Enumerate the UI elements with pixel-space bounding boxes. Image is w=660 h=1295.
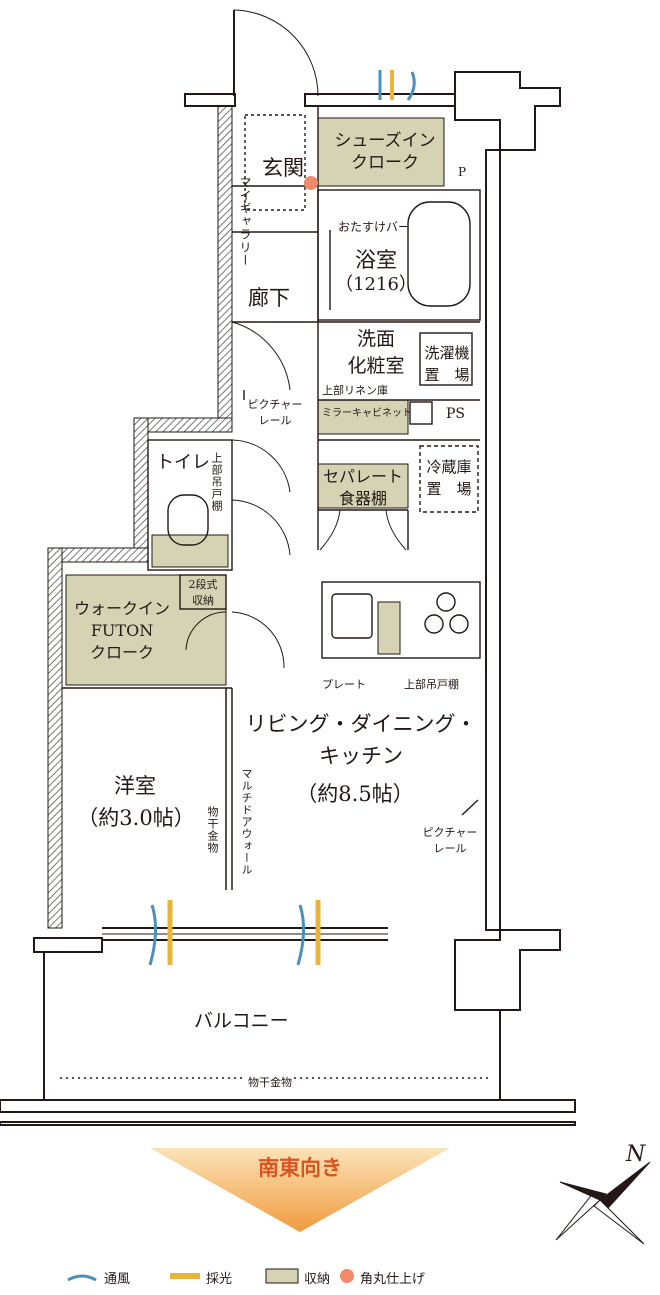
interior-partitions <box>60 9 490 1079</box>
multi-door-label: マルチドアウォール <box>240 768 253 876</box>
washer-label: 洗濯機 置 場 <box>424 344 470 384</box>
ldk-name-label: リビング・ダイニング・ キッチン <box>245 712 477 768</box>
toilet-upper-shelf-label: 上部吊戸棚 <box>210 452 223 512</box>
hatched-walls <box>47 99 233 929</box>
balcony-label: バルコニー <box>194 1010 289 1032</box>
entrance-label: 玄関 <box>262 156 304 180</box>
two-tier-label: 2段式 収納 <box>188 578 218 607</box>
north-label: N <box>626 1142 646 1167</box>
plate-label: プレート <box>322 678 366 691</box>
futon-closet-label: ウォークイン FUTON クローク <box>73 599 170 662</box>
washroom-label: 洗面 化粧室 <box>347 328 405 377</box>
legend-ventilation: 通風 <box>104 1272 131 1287</box>
separate-cupboard-label: セパレート 食器棚 <box>322 467 403 508</box>
drying-hardware-2-label: 物干金物 <box>246 1074 294 1090</box>
bath-name-label: 浴室 <box>355 248 397 272</box>
drying-hardware-1-label: 物干金物 <box>206 806 219 854</box>
picture-rail-1-label: ピクチャー レール <box>247 398 303 427</box>
structure-walls <box>0 71 576 1126</box>
mirror-cabinet-fill <box>317 399 409 435</box>
legend-icons <box>67 1268 354 1284</box>
compass-icon <box>555 1161 651 1245</box>
western-size-label: （約3.0帖） <box>77 806 195 830</box>
picture-rail-2-label: ピクチャー レール <box>422 826 478 855</box>
hallway-label: 廊下 <box>248 286 290 310</box>
mirror-cabinet-label: ミラーキャビネット <box>322 408 412 419</box>
bath-size-label: （1216） <box>335 274 417 295</box>
shoe-closet-label: シューズイン クローク <box>334 131 436 173</box>
wind-light-markers <box>148 70 416 966</box>
fridge-label: 冷蔵庫 置 場 <box>426 458 472 498</box>
toilet-shelf-fill <box>151 534 229 568</box>
futon-closet-fill <box>65 574 227 686</box>
my-gallery-label: マイギャラリー <box>238 176 252 267</box>
western-room-label: 洋室 <box>114 774 156 798</box>
p-mark: P <box>458 165 467 179</box>
kitchen-upper-shelf-label: 上部吊戸棚 <box>404 678 459 691</box>
ps-label: PS <box>446 406 466 422</box>
ldk-size-label: （約8.5帖） <box>296 782 414 806</box>
legend-rounded-corner: 角丸仕上げ <box>360 1272 426 1287</box>
upper-linen-label: 上部リネン庫 <box>322 384 388 397</box>
toilet-label: トイレ <box>156 452 210 473</box>
orientation-arrow <box>150 1148 450 1232</box>
separate-cupboard-fill <box>317 463 409 509</box>
shoe-closet-fill <box>317 117 445 187</box>
rounded-corner-dot <box>304 176 318 190</box>
legend-daylight: 採光 <box>206 1272 233 1287</box>
legend-storage: 収納 <box>304 1272 331 1287</box>
kitchen-shelf-fill <box>377 601 401 655</box>
orientation-text: 南東向き <box>258 1156 342 1180</box>
bath-bar-label: おたすけバー <box>338 220 411 234</box>
storage-areas <box>65 117 445 686</box>
